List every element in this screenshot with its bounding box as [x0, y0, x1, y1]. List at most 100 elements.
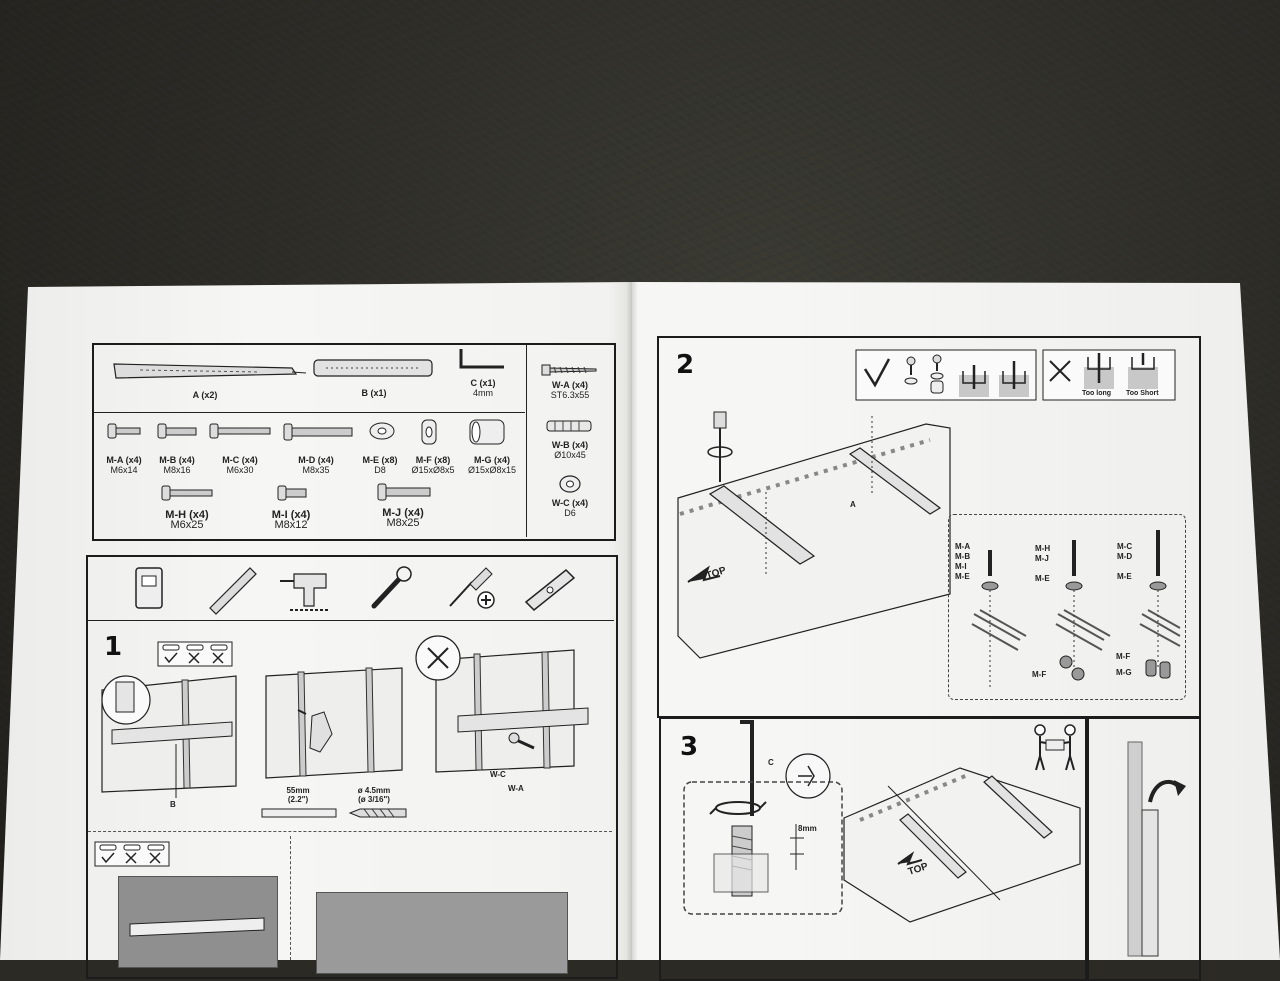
drill-icon	[280, 573, 330, 611]
part-me-label: M-E (x8)D8	[354, 455, 406, 475]
washer-wc-drawing	[559, 475, 581, 493]
step1-section-divider	[88, 831, 612, 832]
part-mg-spec: Ø15xØ8x15	[467, 465, 517, 475]
part-c-label: C (x1) 4mm	[458, 378, 508, 398]
step3-dim-8mm: 8mm	[798, 824, 817, 833]
too-long-label: Too long	[1082, 390, 1112, 397]
part-mg-name: M-G (x4)	[474, 455, 510, 465]
part-mf-label: M-F (x8)Ø15xØ8x5	[404, 455, 462, 475]
part-md-label: M-D (x4)M8x35	[290, 455, 342, 475]
part-mi-name: M-I (x4)	[271, 509, 311, 521]
dim-dia-in: (ø 3/16")	[358, 795, 390, 804]
step2-mf-left: M-F	[1032, 670, 1047, 679]
step1-panel-wall-bracket	[101, 675, 237, 798]
page-fold	[626, 282, 638, 960]
label-mb: M-B	[955, 552, 971, 561]
step-2-number: 2	[676, 350, 695, 380]
part-mj-label: M-J (x4)M8x25	[372, 507, 434, 529]
part-mf-spec: Ø15xØ8x5	[411, 465, 455, 475]
label-mc: M-C	[1117, 542, 1133, 551]
too-short-label: Too Short	[1126, 390, 1159, 397]
part-mc-name: M-C (x4)	[222, 455, 258, 465]
part-mb-name: M-B (x4)	[159, 455, 195, 465]
step2-col2-labels: M-H M-J M-E	[1035, 544, 1050, 584]
tools-row	[135, 566, 576, 615]
step2-col1-labels: M-A M-B M-I M-E	[955, 542, 970, 582]
screw-row1-drawings	[107, 419, 505, 445]
part-me-spec: D8	[374, 465, 386, 475]
parts-divider-vertical	[526, 344, 527, 537]
part-wa-name: W-A (x4)	[552, 380, 588, 390]
tools-divider	[87, 620, 614, 621]
part-mf-name: M-F (x8)	[415, 455, 451, 465]
screw-length-wrong-box	[1042, 349, 1176, 401]
label-md: M-D	[1117, 552, 1133, 561]
part-mh-label: M-H (x4)M6x25	[156, 509, 218, 531]
step1-label-wa: W-A	[508, 784, 524, 793]
step-1-number: 1	[104, 632, 123, 662]
step1-dim-length: 55mm (2.2")	[270, 786, 326, 804]
step1-label-wc: W-C	[490, 770, 506, 779]
screw-row2-drawings	[161, 483, 431, 501]
label-mh: M-H	[1035, 544, 1051, 553]
part-ma-spec: M6x14	[110, 465, 138, 475]
part-mb-label: M-B (x4)M8x16	[151, 455, 203, 475]
part-mh-spec: M6x25	[170, 519, 204, 531]
step3-label-c: C	[768, 758, 774, 767]
wall-type-checks-step1	[157, 641, 233, 667]
step2-detail-drawings	[971, 530, 1181, 690]
bracket-b-drawing	[313, 359, 433, 377]
part-b-label: B (x1)	[361, 388, 387, 398]
step1-panel-drill	[265, 667, 403, 779]
wall-anchor-wb-drawing	[546, 420, 592, 432]
label-me-3: M-E	[1117, 572, 1132, 581]
screwdriver-icon	[449, 567, 495, 609]
part-mi-label: M-I (x4)M8x12	[260, 509, 322, 531]
part-wa-label: W-A (x4) ST6.3x55	[540, 380, 600, 400]
part-ma-label: M-A (x4)M6x14	[98, 455, 150, 475]
label-me-1: M-E	[955, 572, 970, 581]
part-mj-name: M-J (x4)	[382, 507, 424, 519]
part-mi-spec: M8x12	[274, 519, 308, 531]
parts-list-box	[92, 343, 616, 541]
concrete-wall-panel-2	[316, 892, 568, 974]
part-me-name: M-E (x8)	[362, 455, 398, 465]
part-ma-name: M-A (x4)	[106, 455, 142, 465]
part-mj-spec: M8x25	[386, 517, 420, 529]
part-wc-spec: D6	[564, 508, 576, 518]
step2-detail-box	[948, 514, 1186, 700]
step1-label-b: B	[170, 800, 176, 809]
step3-people-lifting-icon	[1034, 724, 1076, 771]
bracket-a-drawing	[113, 363, 307, 379]
part-md-name: M-D (x4)	[298, 455, 334, 465]
part-wa-spec: ST6.3x55	[550, 390, 590, 400]
part-wc-label: W-C (x4) D6	[540, 498, 600, 518]
step1-drill-bit	[261, 808, 407, 818]
label-mj: M-J	[1035, 554, 1049, 563]
dim-length-mm: 55mm	[286, 786, 310, 795]
part-wc-name: W-C (x4)	[551, 498, 589, 508]
step2-label-a: A	[850, 500, 856, 509]
step1-dim-diameter: ø 4.5mm (ø 3/16")	[344, 786, 404, 804]
part-wb-spec: Ø10x45	[554, 450, 586, 460]
label-ma: M-A	[955, 542, 971, 551]
spirit-level-icon	[524, 568, 576, 612]
part-mb-spec: M8x16	[163, 465, 191, 475]
step1-panel-fasten	[415, 635, 589, 773]
part-mg-label: M-G (x4)Ø15xØ8x15	[462, 455, 522, 475]
label-mi: M-I	[955, 562, 967, 571]
part-mh-name: M-H (x4)	[165, 509, 209, 521]
wall-type-checks-lower	[94, 841, 170, 867]
allen-key-c-drawing	[459, 349, 504, 369]
part-c-spec: 4mm	[473, 388, 493, 398]
lower-bracket	[129, 917, 265, 937]
step2-col3-labels: M-C M-D M-E	[1117, 542, 1132, 582]
part-wb-label: W-B (x4) Ø10x45	[540, 440, 600, 460]
step3-allen-key-detail	[683, 720, 843, 915]
label-me-2: M-E	[1035, 574, 1050, 583]
stud-finder-icon	[135, 567, 163, 609]
part-mc-spec: M6x30	[226, 465, 254, 475]
pencil-icon	[209, 567, 257, 615]
part-md-spec: M8x35	[302, 465, 330, 475]
part-wb-name: W-B (x4)	[551, 440, 589, 450]
